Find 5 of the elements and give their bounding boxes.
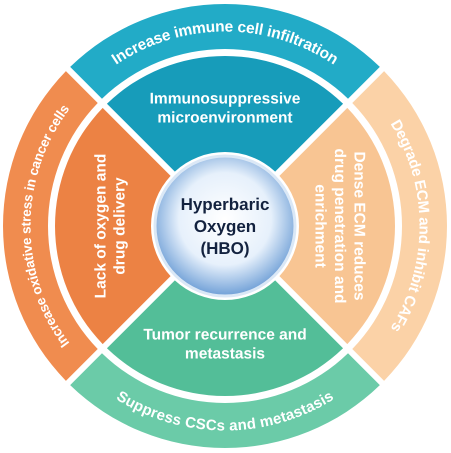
sector-label: Lack of oxygen and drug delivery [92, 154, 128, 298]
center-label: Hyperbaric Oxygen (HBO) [180, 194, 270, 258]
sector-label: Tumor recurrence and metastasis [143, 326, 307, 362]
sector-label: Dense ECM reduces drug penetration and enrichment [312, 148, 368, 304]
sector-label: Immunosuppressive microenvironment [150, 90, 300, 126]
